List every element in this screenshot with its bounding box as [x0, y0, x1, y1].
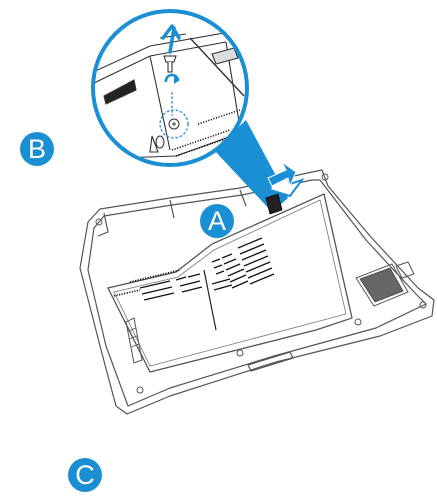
callout-badge-c: C [68, 458, 102, 492]
callout-c-label: C [75, 462, 95, 489]
callout-badge-a: A [200, 204, 234, 238]
speaker-grille [356, 262, 414, 306]
callout-b-label: B [28, 136, 46, 163]
callout-badge-b: B [20, 132, 54, 166]
callout-a-label: A [208, 208, 226, 235]
